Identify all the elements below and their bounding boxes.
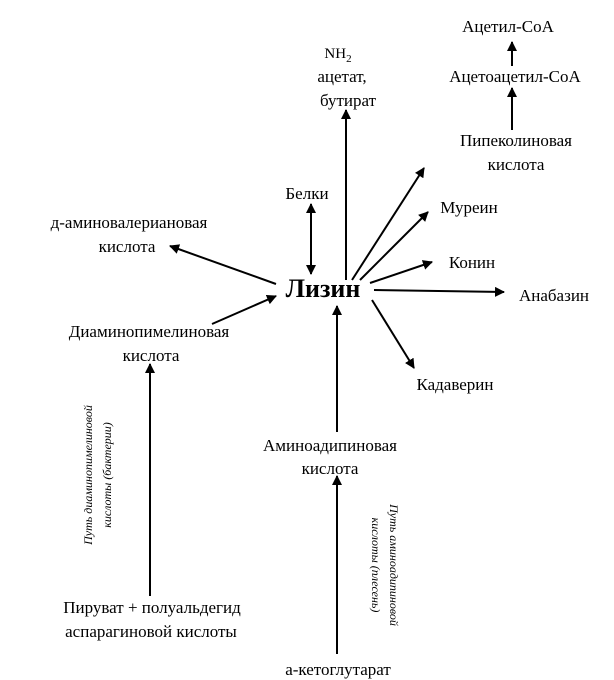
aminoadipic-acid-label-line2: кислота	[302, 459, 359, 478]
acetoacetyl-coa-label: Ацетоацетил-CoA	[449, 67, 581, 86]
dap-pathway-label-line1: Путь диаминопимелиновой	[81, 405, 95, 546]
pyruvate-label-line1: Пируват + полуальдегид	[63, 598, 241, 617]
nh2-label: NH2	[324, 46, 351, 65]
nh2-subscript: 2	[346, 53, 352, 65]
pipecolic-acid-label-line1: Пипеколиновая	[460, 131, 572, 150]
acetate-label: ацетат,	[317, 67, 366, 86]
arrows	[145, 41, 517, 654]
arrow-lysine-to-aminovaleric	[169, 244, 277, 285]
conine-label: Конин	[449, 253, 495, 272]
arrow-lysine-to-cadaverine	[371, 299, 415, 369]
nh2-main: NH	[324, 46, 346, 62]
anabasine-label: Анабазин	[519, 286, 589, 305]
dap-pathway-annotation: Путь диаминопимелиновой кислоты (бактери…	[81, 405, 114, 546]
aminovaleric-acid-label-line2: кислота	[99, 237, 156, 256]
aminovaleric-acid-label-line1: д-аминовалериановая	[51, 213, 208, 232]
aaa-pathway-label-line2: кислоты (плесень)	[369, 518, 383, 613]
aaa-pathway-label-line1: Путь аминоадипиновой	[387, 503, 401, 626]
ketoglutarate-label: а-кетоглутарат	[285, 660, 391, 679]
dap-pathway-label-line2: кислоты (бактерии)	[100, 422, 114, 528]
lysine-label: Лизин	[286, 274, 361, 303]
arrow-lysine-to-anabasine	[373, 286, 505, 297]
arrow-lysine-to-pipecolic	[351, 167, 425, 281]
murein-label: Муреин	[440, 198, 497, 217]
aminoadipic-acid-label-line1: Аминоадипиновая	[263, 436, 397, 455]
cadaverine-label: Кадаверин	[416, 375, 493, 394]
pipecolic-acid-label-line2: кислота	[488, 155, 545, 174]
proteins-label: Белки	[285, 184, 328, 203]
diaminopimelic-acid-label-line1: Диаминопимелиновая	[69, 322, 230, 341]
aaa-pathway-annotation: Путь аминоадипиновой кислоты (плесень)	[369, 503, 401, 626]
arrow-lysine-to-murein	[359, 211, 429, 281]
pyruvate-label-line2: аспарагиновой кислоты	[65, 622, 237, 641]
butyrate-label: бутират	[320, 91, 377, 110]
diaminopimelic-acid-label-line2: кислота	[123, 346, 180, 365]
arrow-lysine-to-conine	[369, 260, 433, 284]
acetyl-coa-label: Ацетил-CoA	[462, 17, 554, 36]
arrow-dap-to-lysine	[211, 295, 277, 325]
